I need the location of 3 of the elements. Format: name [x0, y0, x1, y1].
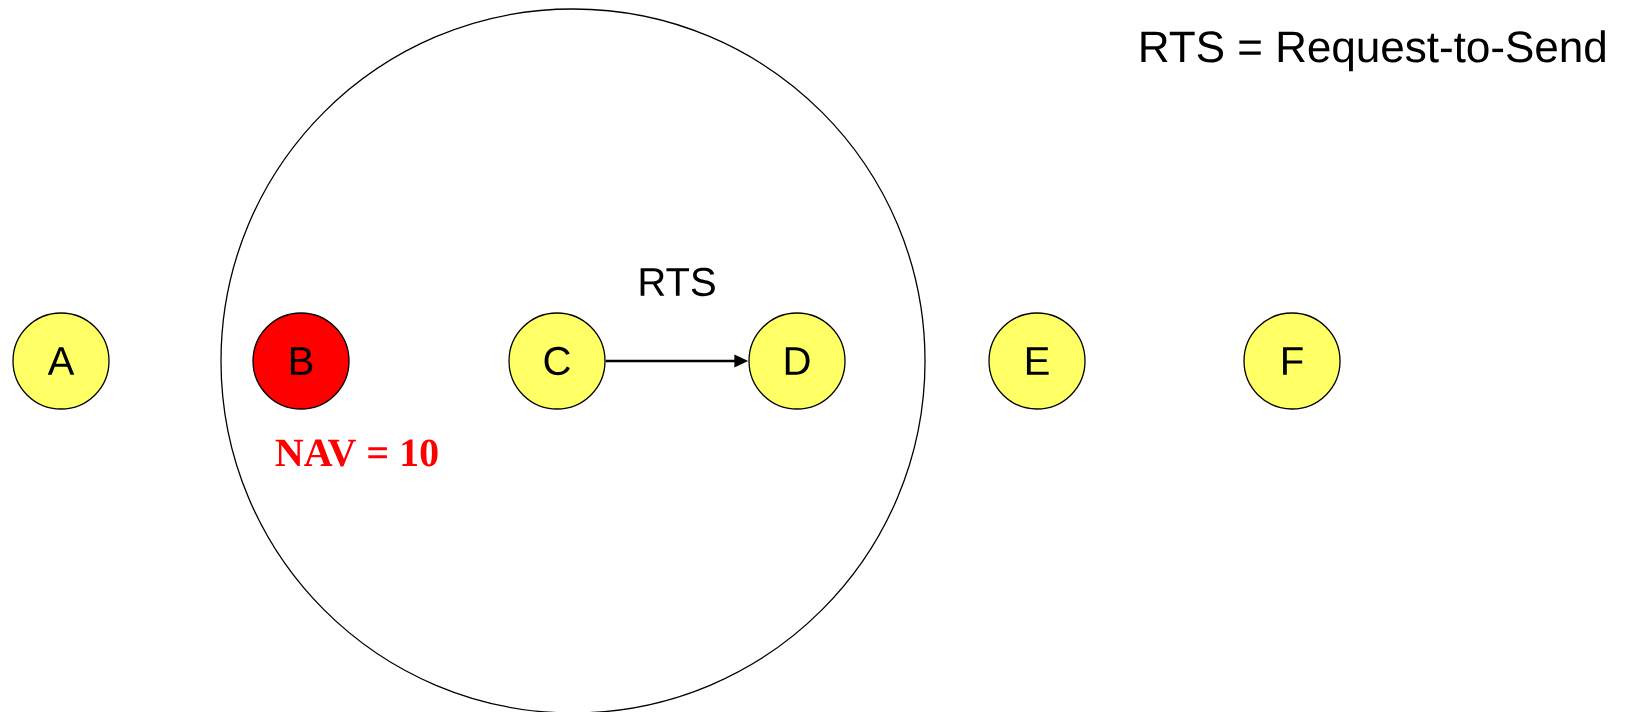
edge-label: RTS [640, 267, 715, 297]
note-text: RTS = Request-to-Send [1141, 30, 1605, 72]
nav-label: NAV = 10 [275, 439, 438, 467]
